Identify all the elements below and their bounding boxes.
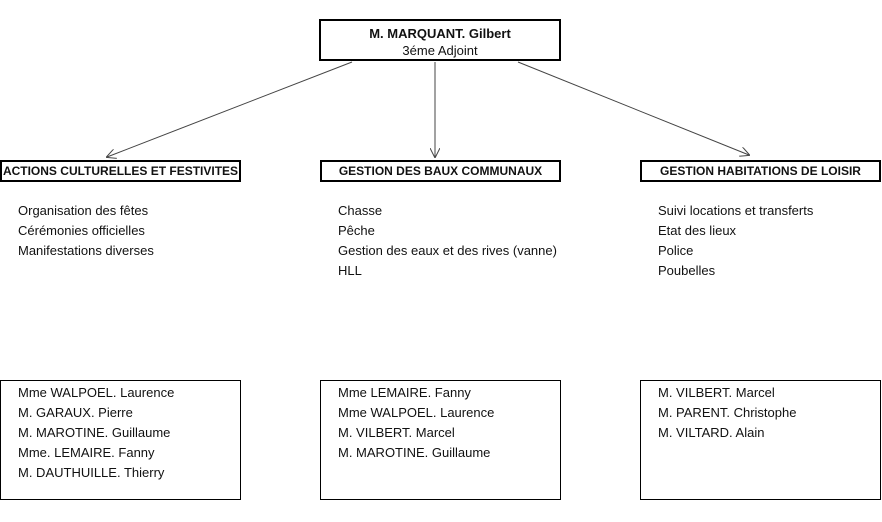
- member-item: M. VILBERT. Marcel: [658, 385, 775, 400]
- members-loisir: M. VILBERT. Marcel M. PARENT. Christophe…: [640, 380, 881, 500]
- task-item: Organisation des fêtes: [18, 203, 149, 218]
- member-item: M. PARENT. Christophe: [658, 405, 797, 420]
- task-item: Etat des lieux: [658, 223, 737, 238]
- department-header-culture: ACTIONS CULTURELLES ET FESTIVITES: [0, 160, 241, 182]
- member-item: Mme WALPOEL. Laurence: [338, 405, 495, 420]
- members-culture: Mme WALPOEL. Laurence M. GARAUX. Pierre …: [0, 380, 241, 500]
- member-item: M. GARAUX. Pierre: [18, 405, 133, 420]
- tasks-culture: Organisation des fêtes Cérémonies offici…: [18, 201, 154, 261]
- tasks-loisir: Suivi locations et transferts Etat des l…: [658, 201, 813, 281]
- member-item: M. VILTARD. Alain: [658, 425, 765, 440]
- member-item: M. MAROTINE. Guillaume: [18, 425, 171, 440]
- members-baux: Mme LEMAIRE. Fanny Mme WALPOEL. Laurence…: [320, 380, 561, 500]
- arrow-to-loisir: [517, 61, 749, 155]
- member-item: M. VILBERT. Marcel: [338, 425, 455, 440]
- task-item: Manifestations diverses: [18, 243, 154, 258]
- member-item: M. DAUTHUILLE. Thierry: [18, 465, 165, 480]
- task-item: Pêche: [338, 223, 375, 238]
- task-item: Cérémonies officielles: [18, 223, 145, 238]
- task-item: HLL: [338, 263, 362, 278]
- member-item: Mme WALPOEL. Laurence: [18, 385, 175, 400]
- member-item: M. MAROTINE. Guillaume: [338, 445, 491, 460]
- head-box: M. MARQUANT. Gilbert 3éme Adjoint: [319, 19, 561, 61]
- head-name: M. MARQUANT. Gilbert: [369, 26, 511, 41]
- task-item: Police: [658, 243, 694, 258]
- tasks-baux: Chasse Pêche Gestion des eaux et des riv…: [338, 201, 557, 281]
- department-header-baux: GESTION DES BAUX COMMUNAUX: [320, 160, 561, 182]
- task-item: Poubelles: [658, 263, 716, 278]
- department-header-loisir: GESTION HABITATIONS DE LOISIR: [640, 160, 881, 182]
- task-item: Chasse: [338, 203, 383, 218]
- task-item: Suivi locations et transferts: [658, 203, 814, 218]
- head-role: 3éme Adjoint: [402, 43, 478, 58]
- arrow-to-culture: [107, 61, 353, 157]
- task-item: Gestion des eaux et des rives (vanne): [338, 243, 557, 258]
- member-item: Mme LEMAIRE. Fanny: [338, 385, 471, 400]
- member-item: Mme. LEMAIRE. Fanny: [18, 445, 155, 460]
